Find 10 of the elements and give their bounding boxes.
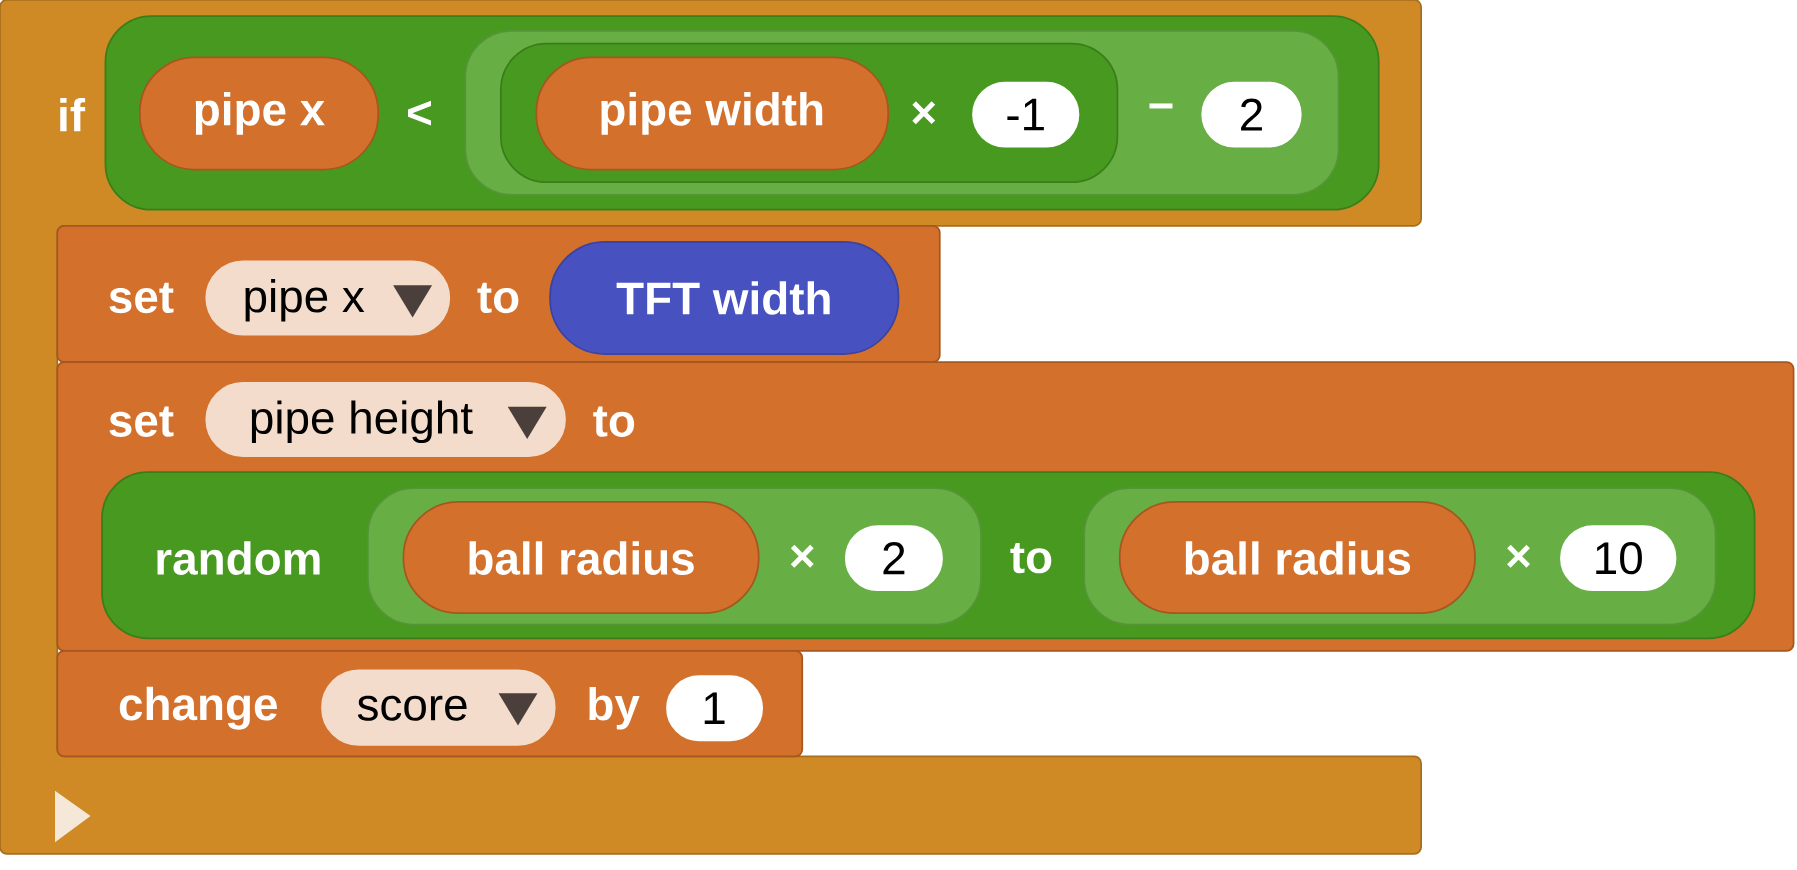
dropdown: score	[321, 669, 556, 746]
dropdown: pipe x	[205, 260, 451, 336]
variable-pill: ball radius	[1118, 501, 1476, 615]
number-pill: 1	[666, 675, 763, 742]
dropdown: pipe height	[205, 382, 566, 458]
variable-pill: ball radius	[402, 501, 760, 615]
value-pill: TFT width	[549, 241, 900, 356]
variable-pill: pipe x	[138, 56, 380, 171]
number-pill: 2	[844, 525, 943, 592]
variable-pill: pipe width	[535, 56, 890, 171]
